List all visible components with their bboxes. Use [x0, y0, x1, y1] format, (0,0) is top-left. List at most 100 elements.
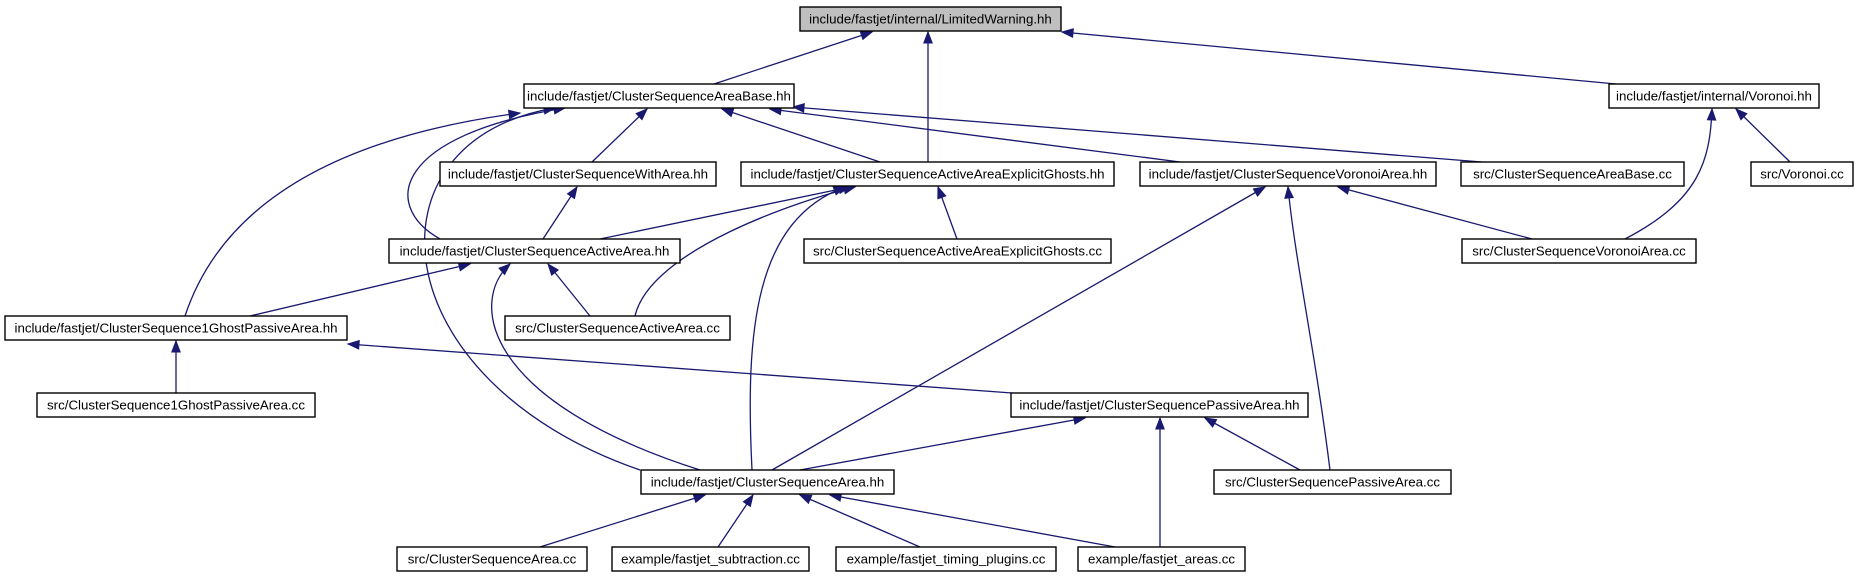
node-box[interactable] [1010, 392, 1309, 418]
node-csab[interactable]: include/fastjet/ClusterSequenceAreaBase.… [523, 83, 795, 109]
node-box[interactable] [504, 315, 731, 341]
node-label: example/fastjet_subtraction.cc [621, 552, 800, 567]
node-box[interactable] [1077, 546, 1246, 572]
node-cs1g[interactable]: include/fastjet/ClusterSequence1GhostPas… [4, 315, 348, 341]
node-box[interactable] [1608, 83, 1820, 109]
node-csva[interactable]: include/fastjet/ClusterSequenceVoronoiAr… [1139, 161, 1437, 187]
edge-line [1624, 108, 1713, 240]
edge-line [799, 417, 1086, 471]
node-box[interactable] [1461, 238, 1697, 264]
node-box[interactable] [36, 392, 316, 418]
node-fare[interactable]: example/fastjet_areas.cc [1077, 546, 1246, 572]
edge-line [423, 107, 641, 471]
node-label: include/fastjet/internal/Voronoi.hh [1616, 89, 1812, 104]
edge-ftim-to-csa [798, 494, 921, 548]
node-csa[interactable]: include/fastjet/ClusterSequenceArea.hh [640, 469, 895, 495]
node-box[interactable] [4, 315, 348, 341]
node-fsub[interactable]: example/fastjet_subtraction.cc [611, 546, 810, 572]
edge-line [769, 108, 1181, 163]
node-label: include/fastjet/ClusterSequence1GhostPas… [14, 321, 337, 336]
edge-csvacc-to-vor [1624, 107, 1717, 240]
node-csaacc[interactable]: src/ClusterSequenceActiveArea.cc [504, 315, 731, 341]
edge-line [799, 494, 921, 548]
edge-line [591, 108, 648, 163]
node-box[interactable] [1460, 161, 1685, 187]
node-cspacc[interactable]: src/ClusterSequencePassiveArea.cc [1213, 469, 1452, 495]
node-label: src/ClusterSequenceAreaBase.cc [1473, 167, 1672, 182]
node-label: include/fastjet/ClusterSequenceAreaBase.… [527, 89, 791, 104]
edge-line [829, 494, 1116, 548]
node-vorcc[interactable]: src/Voronoi.cc [1750, 161, 1854, 187]
node-lw[interactable]: include/fastjet/internal/LimitedWarning.… [799, 6, 1062, 32]
edge-cspacc-to-cspa [1203, 417, 1301, 471]
node-cspa[interactable]: include/fastjet/ClusterSequencePassiveAr… [1010, 392, 1309, 418]
arrowhead [923, 30, 933, 44]
arrowhead [1060, 28, 1074, 38]
node-box[interactable] [799, 6, 1062, 32]
node-box[interactable] [740, 161, 1115, 187]
node-label: include/fastjet/ClusterSequenceActiveAre… [750, 167, 1104, 182]
edge-csaeg-to-lw [923, 30, 933, 162]
edge-csaa-to-cswa [542, 185, 578, 240]
node-box[interactable] [1213, 469, 1452, 495]
edge-line [184, 112, 521, 317]
node-csvacc[interactable]: src/ClusterSequenceVoronoiArea.cc [1461, 238, 1697, 264]
arrowhead [1252, 186, 1267, 197]
arrowhead [937, 185, 947, 200]
edge-line [1337, 186, 1533, 240]
edge-csacc-to-csa [539, 493, 707, 548]
node-cswa[interactable]: include/fastjet/ClusterSequenceWithArea.… [439, 161, 717, 187]
edge-fare-to-cspa [1155, 416, 1165, 547]
edge-cs1g-to-csaa [249, 261, 472, 317]
node-ftim[interactable]: example/fastjet_timing_plugins.cc [835, 546, 1057, 572]
node-box[interactable] [835, 546, 1057, 572]
node-label: src/ClusterSequenceVoronoiArea.cc [1472, 244, 1686, 259]
edge-csa-to-csaeg [749, 186, 847, 471]
node-label: src/ClusterSequencePassiveArea.cc [1225, 475, 1440, 490]
node-label: include/fastjet/ClusterSequencePassiveAr… [1019, 398, 1299, 413]
edges-layer [171, 28, 1791, 548]
edge-line [792, 106, 1483, 163]
node-vor[interactable]: include/fastjet/internal/Voronoi.hh [1608, 83, 1820, 109]
edge-line [713, 31, 873, 85]
node-label: src/Voronoi.cc [1760, 167, 1844, 182]
edge-fsub-to-csa [717, 493, 754, 548]
node-label: src/ClusterSequenceActiveArea.cc [515, 321, 720, 336]
node-box[interactable] [611, 546, 810, 572]
edge-line [407, 107, 566, 240]
node-box[interactable] [640, 469, 895, 495]
node-box[interactable] [1139, 161, 1437, 187]
edge-csaegcc-to-csaeg [937, 185, 958, 240]
node-cs1gcc[interactable]: src/ClusterSequence1GhostPassiveArea.cc [36, 392, 316, 418]
edge-csa-to-cspa [799, 415, 1087, 471]
node-csaegcc[interactable]: src/ClusterSequenceActiveAreaExplicitGho… [803, 238, 1112, 264]
node-box[interactable] [523, 83, 795, 109]
arrowhead [1155, 416, 1165, 430]
edge-line [1061, 31, 1617, 85]
arrowhead [498, 263, 512, 276]
edge-csab-to-lw [713, 30, 874, 85]
edge-csva-to-csab [768, 105, 1181, 163]
node-csacc[interactable]: src/ClusterSequenceArea.cc [396, 546, 588, 572]
node-box[interactable] [396, 546, 588, 572]
arrowhead [547, 262, 560, 277]
node-box[interactable] [388, 238, 681, 264]
node-box[interactable] [803, 238, 1112, 264]
node-csaa[interactable]: include/fastjet/ClusterSequenceActiveAre… [388, 238, 681, 264]
edge-cswa-to-csab [591, 108, 649, 163]
node-box[interactable] [439, 161, 717, 187]
edge-line [347, 343, 1013, 394]
node-label: include/fastjet/ClusterSequenceVoronoiAr… [1149, 167, 1428, 182]
node-csabcc[interactable]: src/ClusterSequenceAreaBase.cc [1460, 161, 1685, 187]
arrowhead [791, 103, 805, 113]
arrowhead [720, 107, 735, 118]
node-box[interactable] [1750, 161, 1854, 187]
edge-line [771, 186, 1266, 471]
node-csaeg[interactable]: include/fastjet/ClusterSequenceActiveAre… [740, 161, 1115, 187]
node-label: example/fastjet_timing_plugins.cc [847, 552, 1046, 567]
edge-csa-to-csab [423, 105, 641, 471]
arrowhead [832, 186, 847, 196]
arrowhead [798, 494, 813, 505]
edge-line [1735, 108, 1791, 163]
